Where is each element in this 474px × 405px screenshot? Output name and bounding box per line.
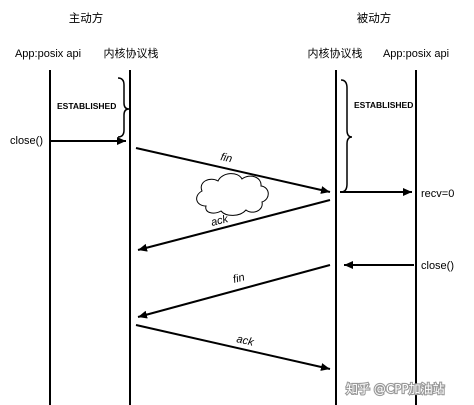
ack-message-2-label: ack	[235, 333, 255, 349]
right-close-call-label: close()	[421, 260, 454, 272]
passive-side-header: 被动方	[357, 11, 392, 25]
left-app-lifeline-label: App:posix api	[15, 48, 81, 60]
left-established-brace	[117, 77, 130, 138]
fin-message-2-label: fin	[232, 271, 246, 286]
watermark: 知乎 @CPP加油站	[346, 382, 445, 396]
right-established-brace	[340, 79, 353, 193]
network-cloud-icon	[196, 173, 269, 216]
active-side-header: 主动方	[69, 11, 104, 25]
left-close-call-label: close()	[10, 135, 43, 147]
ack-message-1-arrow	[137, 199, 331, 252]
fin-message-2-arrow	[137, 264, 331, 319]
ack-message-1-label: ack	[210, 213, 230, 229]
ack-message-2-arrow	[135, 324, 331, 371]
left-established-label: ESTABLISHED	[57, 101, 116, 111]
right-app-lifeline-label: App:posix api	[383, 48, 449, 60]
fin-message-1-arrow	[135, 147, 331, 194]
left-kernel-lifeline-label: 内核协议栈	[104, 46, 159, 60]
recv-zero-label: recv=0	[421, 188, 454, 200]
right-kernel-lifeline-label: 内核协议栈	[308, 46, 363, 60]
fin-message-1-label: fin	[219, 151, 233, 165]
right-established-label: ESTABLISHED	[354, 100, 413, 110]
